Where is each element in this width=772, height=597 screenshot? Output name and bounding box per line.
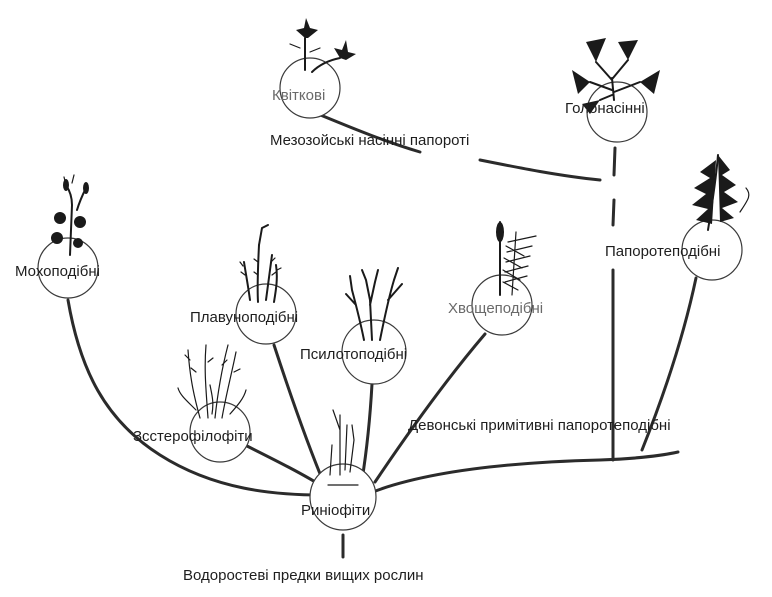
label-zosterophyllophyta: Зcстерофілофіти [133,428,253,445]
rhyniophyta-plant-illustration [327,409,359,486]
branch-equisetophyta [373,332,487,484]
label-bryophyta: Мохоподібні [15,263,100,280]
label-lycopodiophyta: Плавуноподібні [190,309,298,326]
bryophyta-plant-illustration [51,174,89,256]
label-equisetophyta: Хвощеподібні [448,300,543,317]
node-circle-rhyniophyta [309,463,377,531]
root-label: Водоростеві предки вищих рослин [183,567,423,584]
gymnosperms-plant-illustration [572,38,660,114]
branch-zosterophyllophyta [243,443,327,490]
node-circle-lycopodiophyta [235,283,297,345]
zosterophyllophyta-plant-illustration [177,344,247,419]
node-circle-bryophyta [37,237,99,299]
branch-bryophyta [66,298,324,497]
node-circle-psilotophyta [341,319,407,385]
psilotophyta-plant-illustration [345,267,403,341]
node-circle-angiosperms [279,57,341,119]
equisetophyta-plant-illustration [496,221,537,296]
branches [66,112,698,559]
angiosperms-plant-illustration [289,18,356,73]
polypodiophyta-plant-illustration [692,154,750,231]
node-circle-gymnosperms [586,81,648,143]
node-circle-zosterophyllophyta [189,401,251,463]
branch-polypodiophyta [640,276,698,452]
branch-mesozoic-seed-ferns [478,158,602,182]
label-psilotophyta: Псилотоподібні [300,346,407,363]
labels: Водоростеві предки вищих рослин Риніофіт… [15,87,720,584]
label-gymnosperms: Голонасінні [565,100,645,117]
label-devonian-ferns: Девонські примітивні папоротеподібні [408,417,671,434]
lycopodiophyta-plant-illustration [239,224,282,303]
branch-devonian-ferns [363,450,680,497]
branch-psilotophyta [360,382,374,482]
label-rhyniophyta: Риніофіти [301,502,370,519]
branch-gymnosperms [611,146,617,462]
branch-angiosperms [316,112,422,154]
label-angiosperms: Квіткові [272,87,325,104]
label-polypodiophyta: Папоротеподібні [605,243,720,260]
label-mesozoic-seed-ferns: Мезозойські насінні папороті [270,132,469,149]
